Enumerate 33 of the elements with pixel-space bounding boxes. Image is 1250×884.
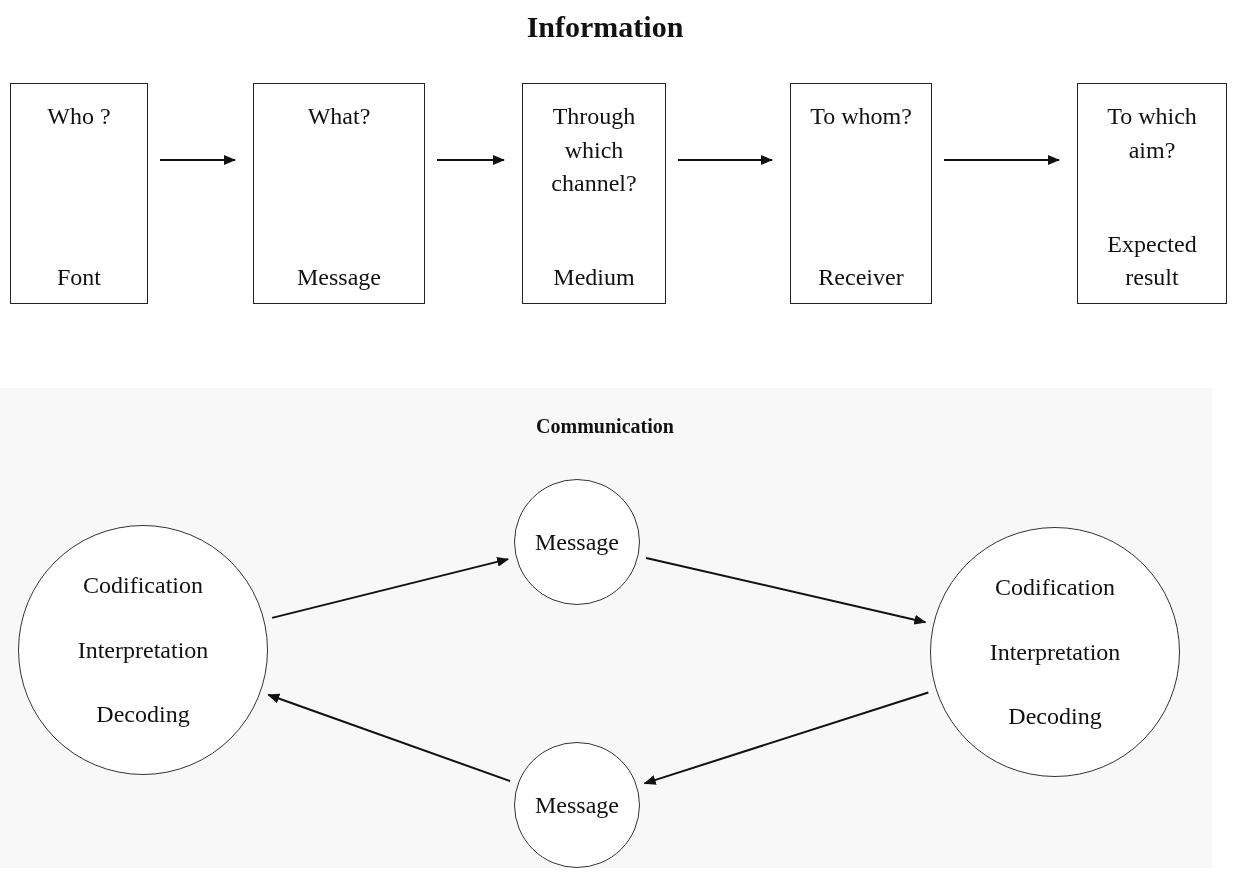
section-heading: Communication [535,415,675,438]
diagram-title: Information [525,10,685,44]
arrow [271,556,510,619]
process-box [10,83,148,304]
arrow [159,155,236,165]
process-box [1077,83,1227,304]
arrow [267,693,512,783]
node-text: Font [57,263,101,293]
process-box [253,83,425,304]
node-text: Interpretation [77,635,209,665]
node-text: Who ? [47,102,111,131]
node-text: Message [535,790,619,820]
arrow [677,155,773,165]
node-text: Expected result [1106,229,1198,293]
arrow [643,691,930,785]
process-box [790,83,932,304]
node-text: Through which channel? [550,102,638,199]
node-text: To whom? [810,102,912,131]
node-text: Message [297,263,381,293]
arrow [943,155,1060,165]
node-text: What? [307,102,371,131]
node-text: Decoding [1008,702,1102,732]
node-text: Codification [995,572,1115,602]
node-text: To which aim? [1106,102,1198,165]
arrow [436,155,505,165]
node-text: Receiver [818,263,904,293]
arrow [645,556,927,625]
node-text: Codification [83,570,203,600]
process-box [522,83,666,304]
node-text: Message [535,527,619,557]
node-text: Medium [553,263,635,293]
node-text: Interpretation [989,637,1121,667]
node-text: Decoding [96,700,190,730]
